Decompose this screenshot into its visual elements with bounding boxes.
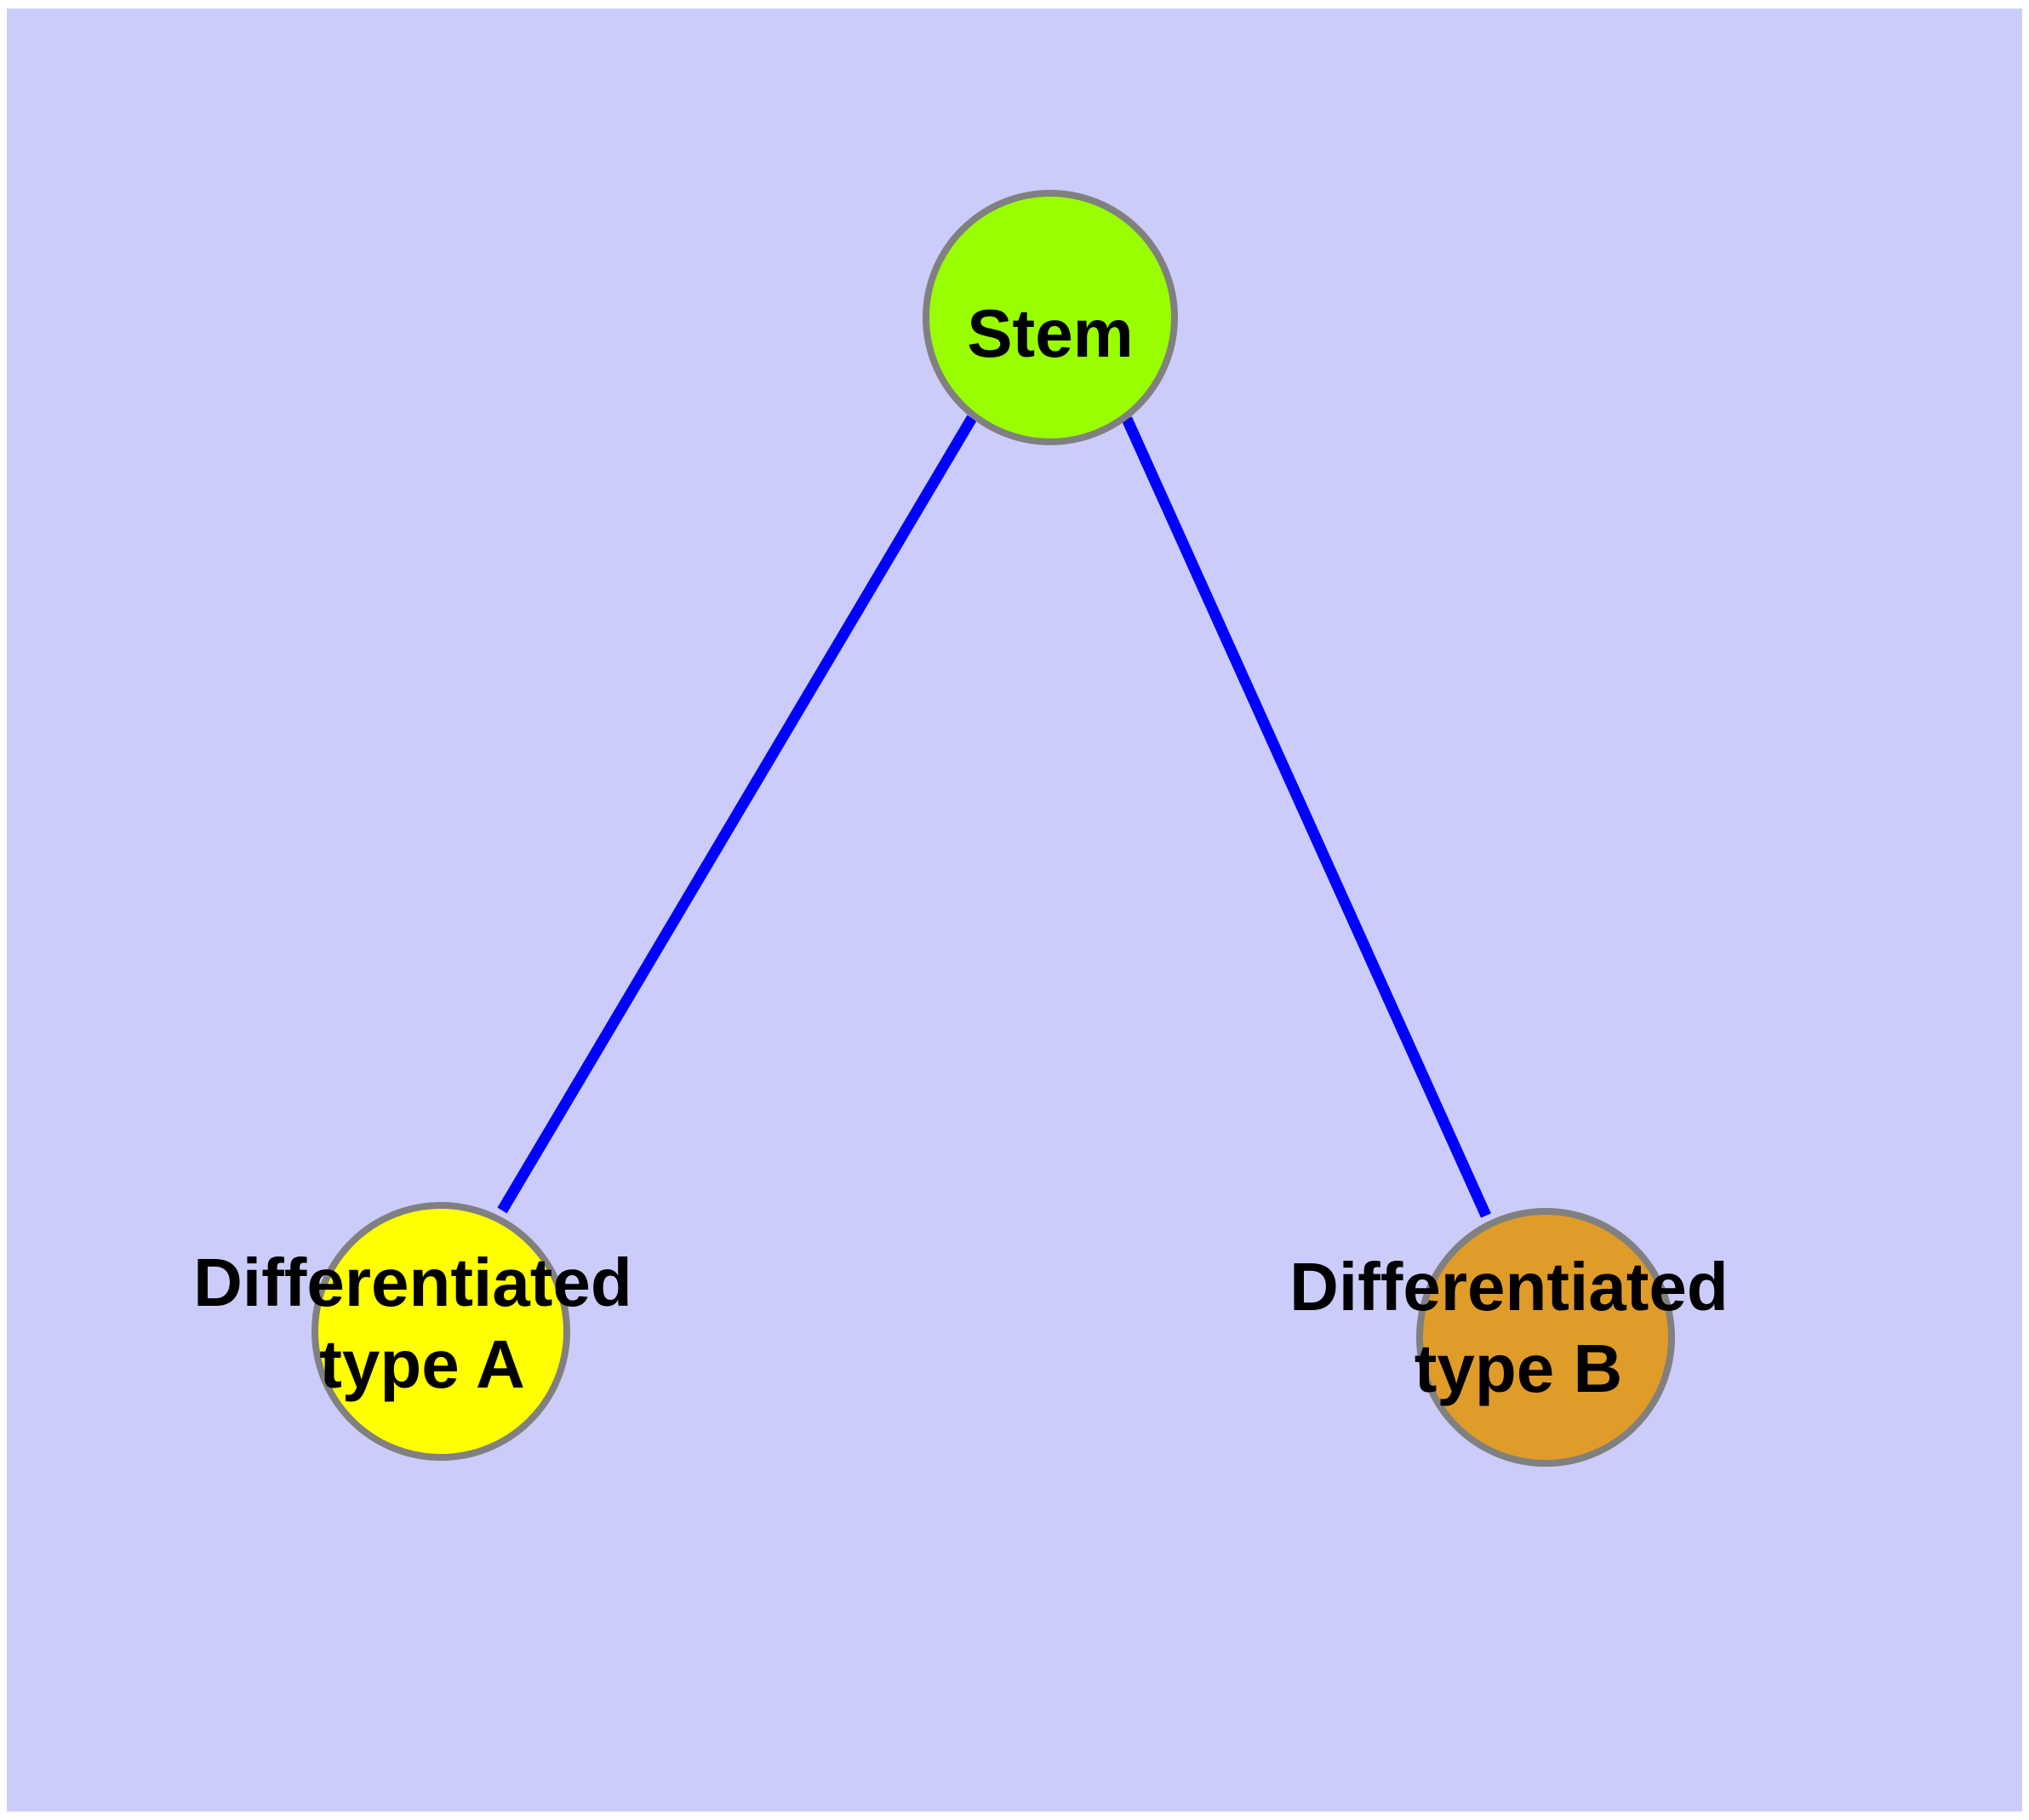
node-label-differentiated-type-a-line-2: type A [319,1326,525,1402]
edges-layer [497,415,1491,1218]
node-circle-differentiated-type-b[interactable] [1416,1208,1675,1467]
node-circle-stem[interactable] [923,190,1178,445]
node-label-differentiated-type-a: Differentiated type A [193,1245,651,1402]
node-label-differentiated-type-b: Differentiated type B [1289,1249,1747,1406]
edge-stem-to-differentiated-type-b[interactable] [1122,416,1491,1218]
edge-stem-to-differentiated-type-a[interactable] [497,415,977,1214]
node-differentiated-type-a[interactable] [311,1202,570,1461]
node-label-differentiated-type-a-line-1: Differentiated [193,1245,632,1320]
node-label-differentiated-type-b-line-1: Differentiated [1289,1249,1729,1325]
node-label-differentiated-type-b-line-2: type B [1415,1331,1623,1406]
node-stem[interactable] [923,190,1178,445]
node-differentiated-type-b[interactable] [1416,1208,1675,1467]
node-circle-differentiated-type-a[interactable] [311,1202,570,1461]
node-label-stem: Stem [967,295,1134,371]
node-label-stem-line-1: Stem [967,295,1134,371]
labels-layer: Stem Differentiated type A Differentiate… [193,295,1747,1406]
